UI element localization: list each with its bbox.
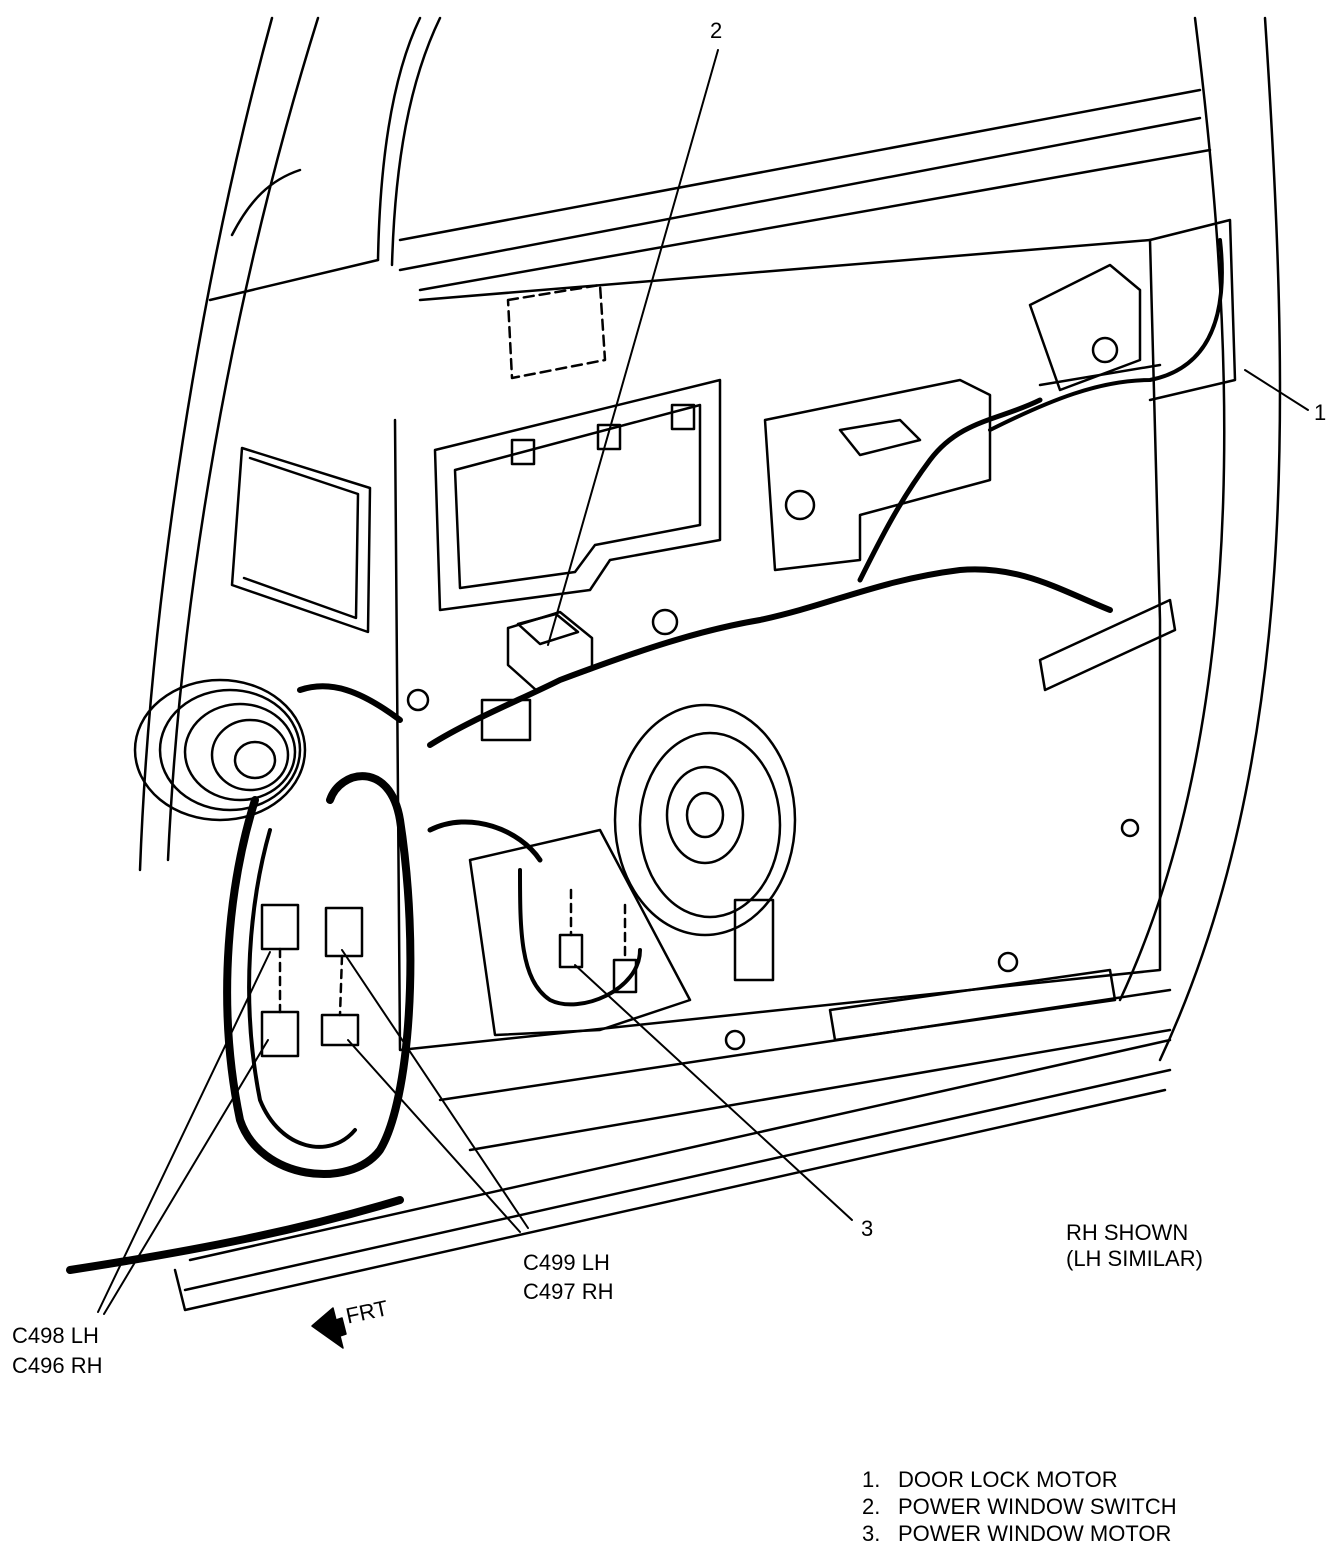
conduit-loom	[133, 678, 403, 822]
screw-1	[997, 951, 1019, 973]
motor-wire	[518, 868, 642, 1007]
label-c499-lh: C499 LH	[523, 1250, 610, 1275]
view-note-line-2: (LH SIMILAR)	[1066, 1246, 1203, 1271]
harness-loop-left-inner	[247, 828, 357, 1149]
legend-item-text: POWER WINDOW SWITCH	[898, 1494, 1177, 1519]
legend-item-text: POWER WINDOW MOTOR	[898, 1521, 1172, 1546]
inner-panel-outline	[393, 238, 1162, 1052]
vent-panel	[230, 446, 372, 634]
latch-arm	[838, 418, 922, 457]
window-switch-top	[516, 612, 580, 646]
harness-loop-left	[223, 772, 415, 1178]
connector-c498-lower	[260, 1010, 300, 1058]
sill-line-2	[183, 1068, 1172, 1292]
label-c496-rh: C496 RH	[12, 1353, 103, 1378]
leader-c498-a	[97, 951, 271, 1313]
legend: 1. DOOR LOCK MOTOR 2. POWER WINDOW SWITC…	[862, 1466, 1177, 1547]
lock-motor-rod	[1038, 363, 1162, 387]
door-frame-left	[376, 16, 422, 262]
bracket-2	[596, 423, 622, 451]
window-channel-top-2	[398, 116, 1202, 272]
lock-motor-port	[1091, 336, 1119, 364]
dashed-panel	[506, 283, 607, 380]
callout-1: 1	[1314, 400, 1327, 425]
vent-panel-inner	[242, 456, 360, 620]
wiring-harness-main	[427, 566, 1113, 748]
map-pocket	[828, 968, 1117, 1042]
access-opening-left-inner	[453, 403, 702, 590]
pillar-outline-outer	[138, 16, 274, 872]
wiring-harness-upper	[857, 397, 1043, 583]
door-frame-left-2	[390, 16, 442, 267]
legend-item-number: 2.	[862, 1494, 881, 1519]
screw-4	[406, 688, 430, 712]
window-switch-connector	[480, 698, 532, 742]
legend-item: 1. DOOR LOCK MOTOR	[862, 1466, 1177, 1493]
leader-c499-a	[341, 949, 529, 1229]
leader-3	[574, 964, 853, 1221]
legend-item: 2. POWER WINDOW SWITCH	[862, 1493, 1177, 1520]
wiring-harness-lower	[427, 819, 543, 863]
view-note: RH SHOWN (LH SIMILAR)	[1066, 1220, 1203, 1272]
pillar-outline-inner	[166, 16, 320, 862]
speaker-center	[685, 791, 725, 839]
label-c498-lh: C498 LH	[12, 1323, 99, 1348]
pocket-bracket	[733, 898, 775, 982]
door-edge-right	[1118, 16, 1226, 1002]
inner-panel-lower-edge-2	[468, 1028, 1172, 1152]
leader-c498-b	[103, 1039, 269, 1315]
latch-hole	[784, 489, 816, 521]
motor-connector-1	[558, 933, 584, 969]
access-opening-left	[433, 378, 722, 612]
view-note-line-1: RH SHOWN	[1066, 1220, 1189, 1245]
motor-panel	[468, 828, 692, 1037]
lock-motor-housing	[1028, 263, 1142, 392]
leader-c499-b	[347, 1039, 521, 1233]
window-channel-top	[398, 88, 1202, 242]
legend-item-text: DOOR LOCK MOTOR	[898, 1467, 1118, 1492]
wiring-harness-lock	[988, 238, 1224, 432]
front-arrow-icon	[311, 1307, 347, 1349]
screw-3	[1120, 818, 1140, 838]
lock-motor-bracket	[1148, 218, 1237, 402]
bracket-1	[510, 438, 536, 466]
window-channel-top-3	[418, 148, 1212, 292]
legend-item-number: 1.	[862, 1467, 881, 1492]
connector-c499-upper	[324, 906, 364, 958]
legend-item-number: 3.	[862, 1521, 881, 1546]
pillar-edge-1	[230, 168, 302, 237]
leader-1	[1244, 369, 1309, 411]
legend-item: 3. POWER WINDOW MOTOR	[862, 1520, 1177, 1547]
window-switch-body	[506, 610, 594, 692]
label-c497-rh: C497 RH	[523, 1279, 614, 1304]
connector-c498-upper	[260, 903, 300, 951]
pull-handle	[1038, 598, 1177, 692]
latch-bracket	[763, 378, 992, 572]
sill-line	[188, 1038, 1172, 1262]
motor-connector-2	[612, 958, 638, 994]
bracket-3	[670, 403, 696, 431]
screw-5	[651, 608, 679, 636]
callout-2: 2	[710, 18, 723, 43]
speaker-outer	[613, 703, 797, 937]
door-edge-right-2	[1158, 16, 1282, 1062]
speaker-cone	[665, 765, 745, 865]
speaker-mid	[638, 731, 782, 919]
leader-2	[547, 49, 719, 646]
connector-c499-lower	[320, 1013, 360, 1047]
pillar-edge-2	[208, 258, 380, 302]
screw-2	[724, 1029, 746, 1051]
callout-3: 3	[861, 1216, 874, 1241]
bottom-frame	[173, 1088, 1167, 1312]
harness-to-sill	[66, 1196, 404, 1274]
